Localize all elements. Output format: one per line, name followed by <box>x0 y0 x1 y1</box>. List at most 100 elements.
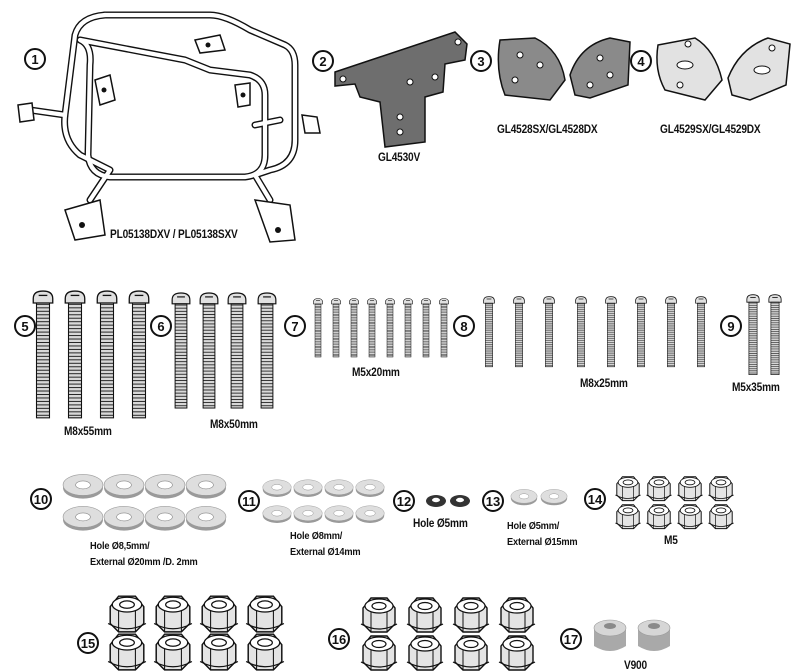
flange-nut <box>452 635 490 671</box>
item-number-16: 16 <box>328 628 350 650</box>
item-number-1: 1 <box>24 48 46 70</box>
bolt <box>482 296 496 368</box>
flange-nut <box>406 635 444 671</box>
item-number-9: 9 <box>720 315 742 337</box>
bolt <box>421 298 431 358</box>
bolt <box>313 298 323 358</box>
item-13-label-line1: Hole Ø5mm/ <box>507 520 560 532</box>
item-6-label: M8x50mm <box>210 419 258 431</box>
flange-nut <box>498 597 536 633</box>
washer <box>144 474 186 499</box>
flange-nut <box>153 633 193 671</box>
item-number-8: 8 <box>453 315 475 337</box>
washer <box>355 505 385 524</box>
bolt <box>604 296 618 368</box>
mounting-plate <box>334 31 468 148</box>
flange-nut <box>360 597 398 633</box>
bolt <box>349 298 359 358</box>
flange-nut <box>199 595 239 633</box>
bolt <box>64 290 86 419</box>
washer <box>62 474 104 499</box>
item-11-label-line2: External Ø14mm <box>290 546 361 558</box>
bolt <box>542 296 556 368</box>
flange-nut <box>360 635 398 671</box>
washer <box>103 474 145 499</box>
hex-nut <box>676 504 704 530</box>
item-number-14: 14 <box>584 488 606 510</box>
washer <box>185 474 227 499</box>
washer <box>324 505 354 524</box>
item-number-4: 4 <box>630 50 652 72</box>
bolt <box>385 298 395 358</box>
flange-nut <box>245 595 285 633</box>
washer <box>62 506 104 531</box>
hex-nut <box>614 504 642 530</box>
bolt <box>257 292 277 409</box>
item-1-label: PL05138DXV / PL05138SXV <box>110 229 238 241</box>
washer <box>144 506 186 531</box>
item-7-label: M5x20mm <box>352 367 400 379</box>
washer <box>293 505 323 524</box>
hex-nut <box>645 504 673 530</box>
item-number-6: 6 <box>150 315 172 337</box>
flange-nut <box>107 595 147 633</box>
flange-nut <box>107 633 147 671</box>
hex-nut <box>707 476 735 502</box>
bolt <box>96 290 118 419</box>
washer <box>262 479 292 498</box>
washer <box>103 506 145 531</box>
item-number-11: 11 <box>238 490 260 512</box>
washer <box>355 479 385 498</box>
bolt <box>32 290 54 419</box>
item-8-label: M8x25mm <box>580 378 628 390</box>
bolt <box>746 294 760 376</box>
item-13-label-line2: External Ø15mm <box>507 536 578 548</box>
item-12-label: Hole Ø5mm <box>413 518 468 530</box>
bolt <box>128 290 150 419</box>
bolt <box>512 296 526 368</box>
flange-nut <box>498 635 536 671</box>
rubber-spacer <box>593 619 671 651</box>
item-14-label: M5 <box>664 535 678 547</box>
hex-nut <box>707 504 735 530</box>
split-washer <box>426 495 470 507</box>
washer <box>540 489 568 506</box>
hex-nut <box>614 476 642 502</box>
flange-nut <box>153 595 193 633</box>
bracket-pair-light <box>656 37 791 101</box>
item-number-13: 13 <box>482 490 504 512</box>
bolt <box>171 292 191 409</box>
item-9-label: M5x35mm <box>732 382 780 394</box>
hex-nut <box>645 476 673 502</box>
bolt <box>634 296 648 368</box>
item-number-15: 15 <box>77 632 99 654</box>
item-number-17: 17 <box>560 628 582 650</box>
bolt <box>768 294 782 376</box>
washer <box>293 479 323 498</box>
bolt <box>439 298 449 358</box>
bolt <box>199 292 219 409</box>
item-number-12: 12 <box>393 490 415 512</box>
washer <box>510 489 538 506</box>
bolt <box>403 298 413 358</box>
item-3-label: GL4528SX/GL4528DX <box>497 124 598 136</box>
bracket-pair-dark <box>497 37 631 101</box>
item-10-label-line2: External Ø20mm /D. 2mm <box>90 556 198 568</box>
item-2-label: GL4530V <box>378 152 421 164</box>
bolt <box>331 298 341 358</box>
flange-nut <box>452 597 490 633</box>
bolt <box>694 296 708 368</box>
flange-nut <box>406 597 444 633</box>
item-number-7: 7 <box>284 315 306 337</box>
item-number-2: 2 <box>312 50 334 72</box>
item-4-label: GL4529SX/GL4529DX <box>660 124 761 136</box>
pannier-rack-frame <box>17 11 321 243</box>
item-5-label: M8x55mm <box>64 426 112 438</box>
item-number-10: 10 <box>30 488 52 510</box>
item-11-label-line1: Hole Ø8mm/ <box>290 530 343 542</box>
flange-nut <box>199 633 239 671</box>
bolt <box>664 296 678 368</box>
bolt <box>227 292 247 409</box>
washer <box>324 479 354 498</box>
hex-nut <box>676 476 704 502</box>
